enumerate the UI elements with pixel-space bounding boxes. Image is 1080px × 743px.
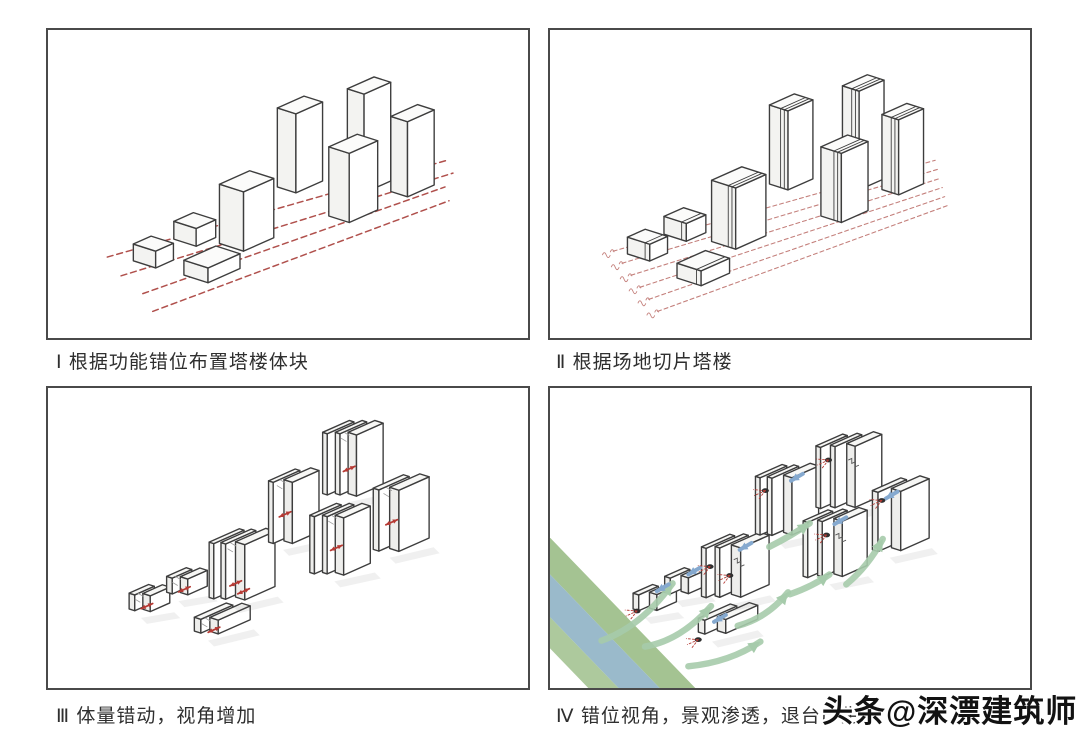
panel-step1-frame — [46, 28, 530, 340]
caption-step2: Ⅱ 根据场地切片塔楼 — [556, 352, 733, 373]
watermark-text: 头条@深漂建筑师 — [822, 694, 1078, 729]
caption-step3: Ⅲ 体量错动，视角增加 — [56, 706, 257, 727]
panel-step2-frame — [548, 28, 1032, 340]
landscape-band — [550, 487, 817, 688]
green-flow-arrows — [598, 519, 886, 670]
diagram-step2-figure — [601, 74, 948, 319]
panel-step4-frame — [548, 386, 1032, 690]
diagram-step1-figure — [106, 76, 454, 313]
caption-step4: Ⅳ 错位视角，景观渗透，退台产生 — [556, 706, 861, 727]
diagram-step3-figure — [128, 419, 440, 647]
diagram-step4-figure — [550, 431, 938, 688]
panel-step3-frame — [46, 386, 530, 690]
caption-step1: Ⅰ 根据功能错位布置塔楼体块 — [56, 352, 309, 373]
blue-shift-arrows — [654, 471, 900, 624]
viewpoint-eye-icons — [624, 457, 886, 649]
